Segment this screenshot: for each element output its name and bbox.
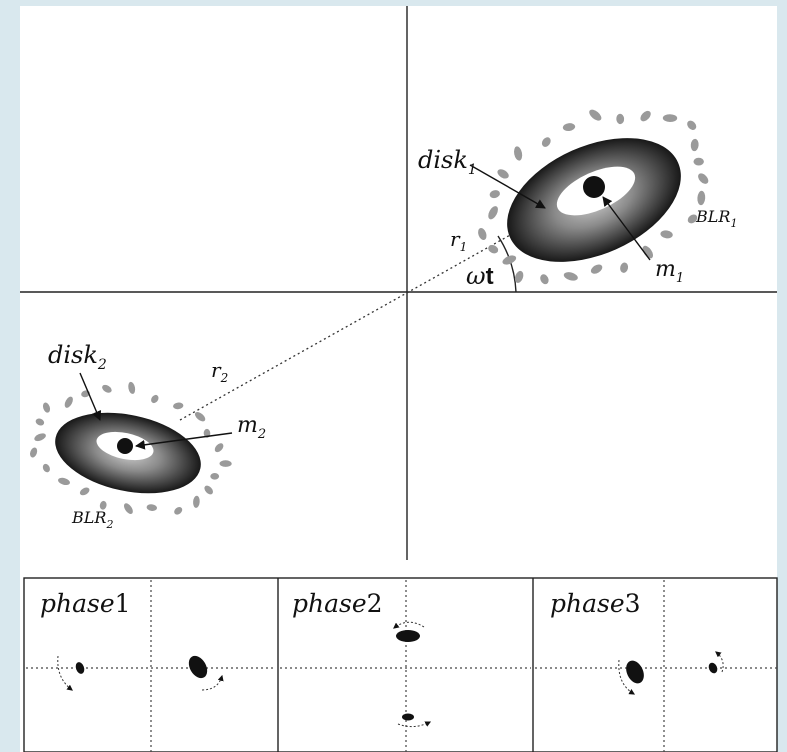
phase2-large-disk bbox=[396, 630, 420, 642]
blr-cloud bbox=[488, 206, 498, 220]
disk1-pointer-arrow bbox=[469, 164, 546, 209]
blr-cloud bbox=[42, 402, 51, 413]
blr-cloud bbox=[194, 412, 206, 422]
blr-cloud bbox=[151, 394, 159, 404]
blr1-label: BLR1 bbox=[695, 207, 737, 230]
phase3-large-disk bbox=[626, 660, 644, 684]
phase2-small-orbit-arrow bbox=[397, 721, 432, 728]
mass2-black-hole bbox=[117, 438, 133, 454]
phase1-label: phase1 bbox=[40, 589, 131, 618]
phase1-small-disk bbox=[75, 662, 85, 674]
blr-cloud bbox=[204, 485, 213, 495]
phase1-large-orbit-arrow bbox=[201, 674, 224, 691]
blr-cloud bbox=[58, 477, 70, 485]
phase3-large-orbit-arrow bbox=[618, 659, 636, 695]
disk1 bbox=[507, 138, 681, 262]
blr-cloud bbox=[102, 384, 112, 393]
blr-cloud bbox=[698, 173, 709, 184]
blr-cloud bbox=[660, 230, 673, 239]
mass1-black-hole bbox=[583, 176, 605, 198]
separation-line bbox=[179, 233, 513, 421]
mass1-pointer-arrow bbox=[602, 196, 651, 261]
blr-cloud bbox=[687, 120, 697, 130]
blr-cloud bbox=[489, 190, 500, 199]
disk2-label: disk2 bbox=[48, 341, 107, 373]
blr-cloud bbox=[640, 110, 651, 122]
blr-cloud bbox=[30, 447, 38, 458]
right-background-strip bbox=[777, 0, 787, 752]
blr-cloud bbox=[34, 433, 46, 442]
blr-cloud bbox=[589, 109, 602, 121]
left-background-strip bbox=[0, 0, 20, 752]
blr-cloud bbox=[128, 381, 136, 394]
phase3-label: phase3 bbox=[550, 589, 641, 618]
m1-label: m1 bbox=[655, 257, 684, 286]
blr-cloud bbox=[42, 463, 50, 473]
blr-cloud bbox=[146, 504, 157, 511]
phase2-large-orbit-arrow bbox=[393, 621, 425, 629]
blr-cloud bbox=[488, 245, 499, 254]
phase1-large-disk bbox=[188, 655, 208, 679]
phase3-small-orbit-arrow bbox=[715, 651, 724, 673]
blr-cloud bbox=[642, 245, 654, 259]
blr-cloud bbox=[687, 214, 698, 224]
angle-label: ωt bbox=[466, 262, 494, 290]
blr-cloud bbox=[540, 274, 549, 285]
blr-cloud bbox=[620, 262, 629, 273]
r1-label: r1 bbox=[450, 227, 467, 254]
phase3-small-disk bbox=[708, 662, 718, 674]
blr-cloud bbox=[123, 503, 133, 514]
blr-cloud bbox=[214, 443, 224, 453]
blr-cloud bbox=[35, 418, 45, 426]
blr-cloud bbox=[514, 270, 524, 283]
phase-frame bbox=[23, 577, 778, 752]
blr-cloud bbox=[563, 272, 578, 281]
blr-cloud bbox=[562, 123, 576, 132]
blr-cloud bbox=[693, 157, 704, 166]
blr-cloud bbox=[64, 396, 73, 408]
blr-cloud bbox=[478, 228, 487, 240]
blr-cloud bbox=[219, 460, 232, 467]
m2-label: m2 bbox=[237, 413, 266, 442]
blr-cloud bbox=[99, 500, 107, 510]
blr-cloud bbox=[210, 473, 220, 480]
disk1-label: disk1 bbox=[418, 146, 477, 178]
blr-cloud bbox=[697, 190, 706, 206]
blr-cloud bbox=[193, 495, 200, 508]
blr-cloud bbox=[497, 169, 509, 179]
phase2-label: phase2 bbox=[292, 589, 383, 618]
phase1-small-orbit-arrow bbox=[57, 655, 73, 691]
phase-axes bbox=[26, 580, 777, 752]
disk2-pointer-arrow bbox=[79, 372, 102, 421]
blr1-clouds bbox=[478, 109, 709, 285]
blr-cloud bbox=[662, 114, 678, 123]
top-background-strip bbox=[20, 0, 787, 6]
r2-label: r2 bbox=[211, 358, 228, 385]
blr-cloud bbox=[79, 487, 90, 496]
phase-panels: phase1 phase2 phase3 bbox=[23, 577, 778, 752]
blr-cloud bbox=[616, 113, 625, 125]
blr-cloud bbox=[502, 255, 517, 265]
blr2-label: BLR2 bbox=[71, 508, 113, 531]
blr-cloud bbox=[174, 507, 183, 515]
blr-cloud bbox=[514, 146, 523, 161]
blr-cloud bbox=[690, 138, 699, 152]
blr-cloud bbox=[173, 402, 184, 410]
blr-cloud bbox=[590, 264, 603, 274]
disk2 bbox=[55, 412, 201, 494]
mass2-pointer-arrow bbox=[135, 432, 233, 450]
phase2-small-disk bbox=[402, 713, 414, 721]
blr-cloud bbox=[541, 137, 551, 147]
